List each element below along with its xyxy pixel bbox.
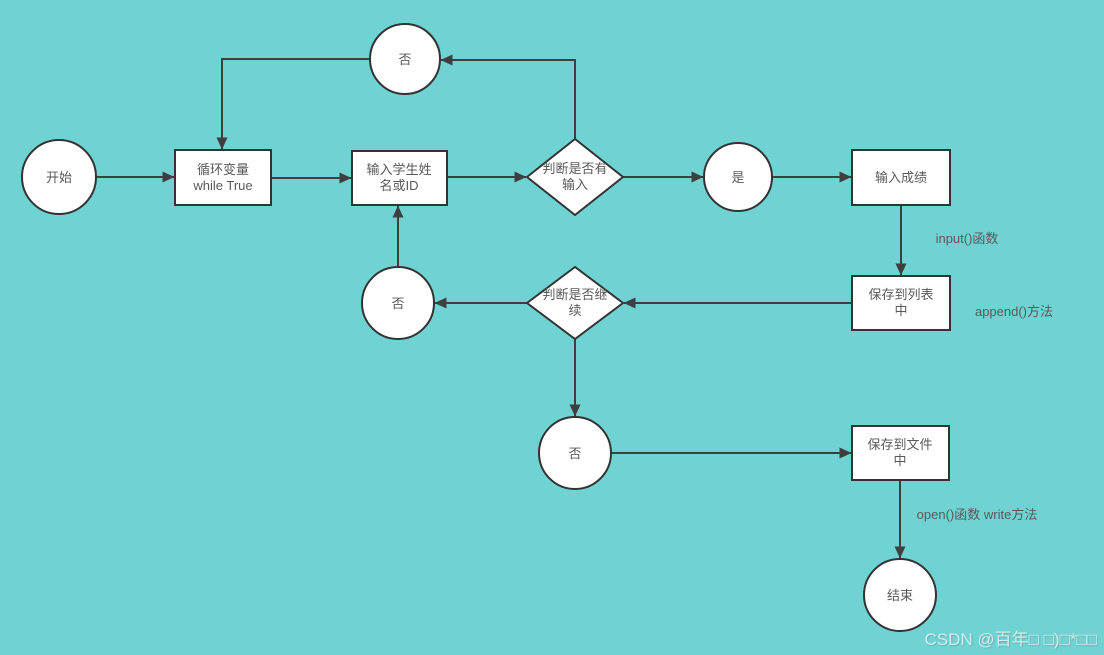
yes-node [703, 142, 773, 212]
append-method-annotation: append()方法 [974, 304, 1054, 319]
check-has-input-node [525, 137, 625, 217]
no-middle-node [361, 266, 435, 340]
save-to-file-node [851, 425, 950, 481]
save-to-file-node-label: 保存到文件 中 [867, 437, 932, 469]
no-middle-node-label: 否 [391, 296, 405, 311]
start-node [21, 139, 97, 215]
edge-check-input-to-no-top [440, 54, 576, 139]
input-score-node [851, 149, 951, 206]
no-bottom-node-label: 否 [568, 446, 582, 461]
input-function-annotation: input()函数 [935, 231, 999, 246]
write-method-annotation-line2: write方法 [983, 507, 1038, 522]
check-has-input-node-label: 判断是否有 输入 [542, 161, 607, 193]
input-student-node-label: 输入学生姓 名或ID [366, 162, 431, 194]
check-continue-node [525, 265, 625, 341]
check-has-input-label-line2: 输入 [561, 177, 589, 192]
end-node-label: 结束 [886, 588, 914, 603]
start-node-label: 开始 [45, 170, 73, 185]
no-top-node [369, 23, 441, 95]
end-node [863, 558, 937, 632]
edge-no-top-to-loop [216, 58, 370, 150]
check-continue-label-line1: 判断是否继 [542, 287, 608, 302]
check-continue-node-label: 判断是否继 续 [542, 287, 607, 319]
input-score-node-label: 输入成绩 [874, 170, 928, 185]
loop-var-node [174, 149, 272, 206]
loop-var-node-label: 循环变量 while True [193, 162, 252, 194]
open-write-annotation: open()函数 write方法 [917, 507, 1038, 523]
save-to-file-label-line2: 中 [893, 453, 907, 468]
save-to-list-label-line2: 中 [894, 303, 908, 318]
csdn-watermark: CSDN @百年□ □)□*□□ [924, 630, 1098, 649]
check-has-input-label-line1: 判断是否有 [542, 161, 608, 176]
no-top-node-label: 否 [398, 52, 412, 67]
input-student-label-line2: 名或ID [379, 178, 419, 193]
input-student-label-line1: 输入学生姓 [366, 162, 432, 177]
input-student-node [351, 150, 448, 206]
no-bottom-node [538, 416, 612, 490]
check-continue-label-line2: 续 [568, 303, 582, 318]
open-function-annotation-line1: open()函数 [916, 507, 981, 522]
save-to-file-label-line1: 保存到文件 [867, 437, 933, 452]
yes-node-label: 是 [731, 170, 745, 185]
save-to-list-node [851, 275, 951, 331]
save-to-list-node-label: 保存到列表 中 [868, 287, 933, 319]
loop-var-label-line2: while True [193, 178, 253, 193]
save-to-list-label-line1: 保存到列表 [868, 287, 934, 302]
loop-var-label-line1: 循环变量 [196, 162, 249, 177]
